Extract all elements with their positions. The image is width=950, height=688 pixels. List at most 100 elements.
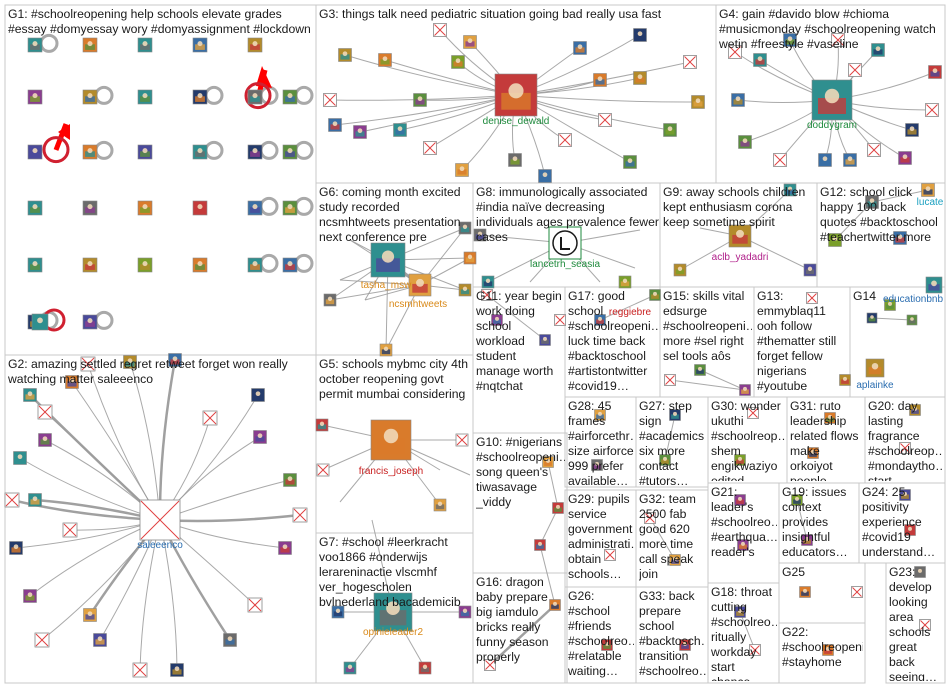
- user-avatar-node[interactable]: [373, 592, 413, 632]
- user-avatar-node[interactable]: [791, 494, 803, 506]
- node-label-lancetrh-seasia[interactable]: lancetrh_seasia: [529, 259, 601, 270]
- user-avatar-node[interactable]: [828, 233, 842, 247]
- user-avatar-node[interactable]: [534, 539, 546, 551]
- user-avatar-node[interactable]: [137, 257, 153, 273]
- user-avatar-node[interactable]: [739, 384, 751, 396]
- user-avatar-node[interactable]: [418, 661, 432, 675]
- node-label-educationbnb[interactable]: educationbnb: [882, 294, 944, 305]
- missing-image-node[interactable]: [925, 103, 939, 117]
- user-avatar-node[interactable]: [192, 144, 208, 160]
- user-avatar-node[interactable]: [866, 312, 878, 324]
- node-label-saleeenco[interactable]: saleeenco: [137, 540, 183, 551]
- user-avatar-node[interactable]: [170, 663, 184, 677]
- user-avatar-node[interactable]: [82, 200, 98, 216]
- user-avatar-node[interactable]: [251, 388, 265, 402]
- missing-image-node[interactable]: [80, 356, 96, 372]
- lancet-logo-node[interactable]: [548, 226, 582, 260]
- node-label-opinieleader2[interactable]: opinieleader2: [362, 627, 424, 638]
- user-avatar-node[interactable]: [801, 534, 813, 546]
- user-avatar-node[interactable]: [865, 195, 879, 209]
- user-avatar-node[interactable]: [738, 135, 752, 149]
- user-avatar-node[interactable]: [921, 183, 935, 197]
- user-avatar-node[interactable]: [909, 404, 921, 416]
- missing-image-node[interactable]: [4, 492, 20, 508]
- user-avatar-node[interactable]: [31, 313, 49, 331]
- user-avatar-node[interactable]: [669, 409, 681, 421]
- user-avatar-node[interactable]: [408, 273, 432, 297]
- user-avatar-node[interactable]: [618, 275, 632, 289]
- user-avatar-node[interactable]: [898, 151, 912, 165]
- user-avatar-node[interactable]: [433, 498, 447, 512]
- user-avatar-node[interactable]: [601, 639, 613, 651]
- user-avatar-node[interactable]: [491, 314, 503, 326]
- user-avatar-node[interactable]: [27, 200, 43, 216]
- user-avatar-node[interactable]: [282, 144, 298, 160]
- user-avatar-node[interactable]: [65, 375, 79, 389]
- user-avatar-node[interactable]: [38, 433, 52, 447]
- user-avatar-node[interactable]: [247, 200, 263, 216]
- user-avatar-node[interactable]: [378, 53, 392, 67]
- user-avatar-node[interactable]: [573, 41, 587, 55]
- missing-image-node[interactable]: [919, 619, 931, 631]
- user-avatar-node[interactable]: [728, 224, 752, 248]
- user-avatar-node[interactable]: [393, 123, 407, 137]
- user-avatar-node[interactable]: [737, 539, 749, 551]
- user-avatar-node[interactable]: [27, 257, 43, 273]
- missing-image-node[interactable]: [683, 55, 697, 69]
- user-avatar-node[interactable]: [807, 447, 819, 459]
- user-avatar-node[interactable]: [82, 89, 98, 105]
- user-avatar-node[interactable]: [508, 153, 522, 167]
- missing-image-node[interactable]: [728, 45, 742, 59]
- missing-image-node[interactable]: [664, 374, 676, 386]
- user-avatar-node[interactable]: [331, 605, 345, 619]
- user-avatar-node[interactable]: [811, 79, 853, 121]
- user-avatar-node[interactable]: [323, 293, 337, 307]
- user-avatar-node[interactable]: [253, 430, 267, 444]
- user-avatar-node[interactable]: [914, 566, 926, 578]
- user-avatar-node[interactable]: [370, 242, 406, 278]
- user-avatar-node[interactable]: [27, 89, 43, 105]
- user-avatar-node[interactable]: [343, 661, 357, 675]
- user-avatar-node[interactable]: [451, 55, 465, 69]
- node-label-reggiebre[interactable]: reggiebre: [608, 307, 652, 318]
- missing-image-node[interactable]: [316, 463, 330, 477]
- user-avatar-node[interactable]: [83, 608, 97, 622]
- user-avatar-node[interactable]: [899, 489, 911, 501]
- user-avatar-node[interactable]: [691, 95, 705, 109]
- node-label-doddygram[interactable]: doddygram: [806, 120, 858, 131]
- user-avatar-node[interactable]: [192, 200, 208, 216]
- user-avatar-node[interactable]: [82, 314, 98, 330]
- missing-image-node[interactable]: [37, 404, 53, 420]
- user-avatar-node[interactable]: [338, 48, 352, 62]
- user-avatar-node[interactable]: [247, 89, 263, 105]
- user-avatar-node[interactable]: [593, 73, 607, 87]
- user-avatar-node[interactable]: [247, 37, 263, 53]
- user-avatar-node[interactable]: [904, 524, 916, 536]
- missing-image-node[interactable]: [806, 292, 818, 304]
- user-avatar-node[interactable]: [137, 37, 153, 53]
- user-avatar-node[interactable]: [594, 314, 606, 326]
- user-avatar-node[interactable]: [734, 454, 746, 466]
- missing-image-node[interactable]: [558, 133, 572, 147]
- node-label-ncsmhtweets[interactable]: ncsmhtweets: [388, 299, 448, 310]
- user-avatar-node[interactable]: [783, 183, 797, 197]
- user-avatar-node[interactable]: [591, 459, 603, 471]
- user-avatar-node[interactable]: [137, 89, 153, 105]
- node-label-aplainke[interactable]: aplainke: [856, 380, 894, 391]
- missing-image-node[interactable]: [247, 597, 263, 613]
- missing-image-node[interactable]: [851, 586, 863, 598]
- node-label-educate[interactable]: lucate: [916, 197, 944, 208]
- user-avatar-node[interactable]: [669, 554, 681, 566]
- user-avatar-node[interactable]: [458, 221, 472, 235]
- user-avatar-node[interactable]: [9, 541, 23, 555]
- user-avatar-node[interactable]: [137, 144, 153, 160]
- user-avatar-node[interactable]: [413, 93, 427, 107]
- missing-image-node[interactable]: [644, 512, 656, 524]
- user-avatar-node[interactable]: [663, 123, 677, 137]
- user-avatar-node[interactable]: [23, 388, 37, 402]
- user-avatar-node[interactable]: [925, 276, 943, 294]
- missing-image-node[interactable]: [423, 141, 437, 155]
- user-avatar-node[interactable]: [223, 633, 237, 647]
- user-avatar-node[interactable]: [905, 123, 919, 137]
- missing-image-node[interactable]: [481, 289, 493, 301]
